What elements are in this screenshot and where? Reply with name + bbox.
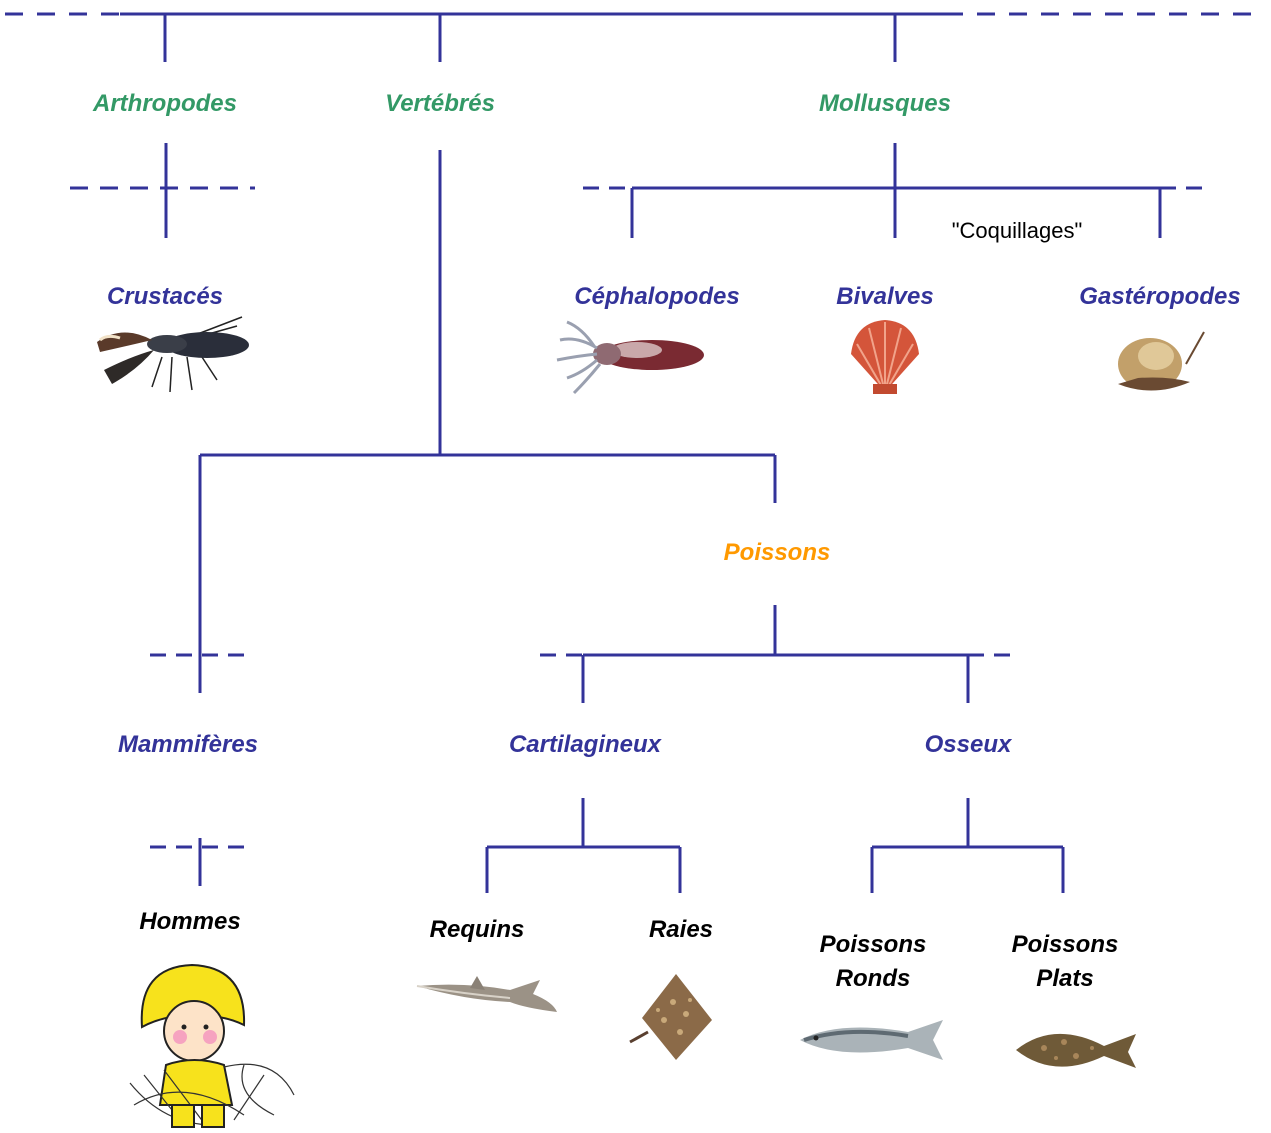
label-bivalves: Bivalves — [836, 285, 933, 309]
snail-image — [1108, 326, 1208, 396]
fisherman-child-image — [124, 955, 302, 1131]
label-osseux: Osseux — [925, 733, 1012, 757]
label-poissons-ronds-line2: Ronds — [820, 962, 927, 996]
label-raies: Raies — [649, 918, 713, 942]
label-mammiferes: Mammifères — [118, 733, 258, 757]
label-requins: Requins — [430, 918, 525, 942]
label-poissons-plats: Poissons Plats — [1012, 928, 1119, 996]
sea-bass-image — [798, 1018, 946, 1062]
label-mollusques: Mollusques — [819, 92, 951, 116]
label-poissons-plats-line2: Plats — [1012, 962, 1119, 996]
label-poissons-ronds: Poissons Ronds — [820, 928, 927, 996]
label-poissons: Poissons — [724, 541, 831, 565]
label-hommes: Hommes — [139, 910, 240, 934]
label-poissons-ronds-line1: Poissons — [820, 928, 927, 962]
shark-image — [415, 972, 560, 1020]
ray-image — [628, 972, 714, 1067]
label-gasteropodes: Gastéropodes — [1079, 285, 1240, 309]
label-arthropodes: Arthropodes — [93, 92, 237, 116]
label-vertebres: Vertébrés — [385, 92, 495, 116]
squid-image — [552, 318, 707, 398]
label-crustaces: Crustacés — [107, 285, 223, 309]
label-cephalopodes: Céphalopodes — [574, 285, 739, 309]
scallop-image — [845, 318, 925, 396]
lobster-image — [92, 312, 252, 400]
flatfish-image — [1014, 1022, 1138, 1078]
note-coquillages: "Coquillages" — [952, 220, 1083, 242]
label-cartilagineux: Cartilagineux — [509, 733, 661, 757]
label-poissons-plats-line1: Poissons — [1012, 928, 1119, 962]
